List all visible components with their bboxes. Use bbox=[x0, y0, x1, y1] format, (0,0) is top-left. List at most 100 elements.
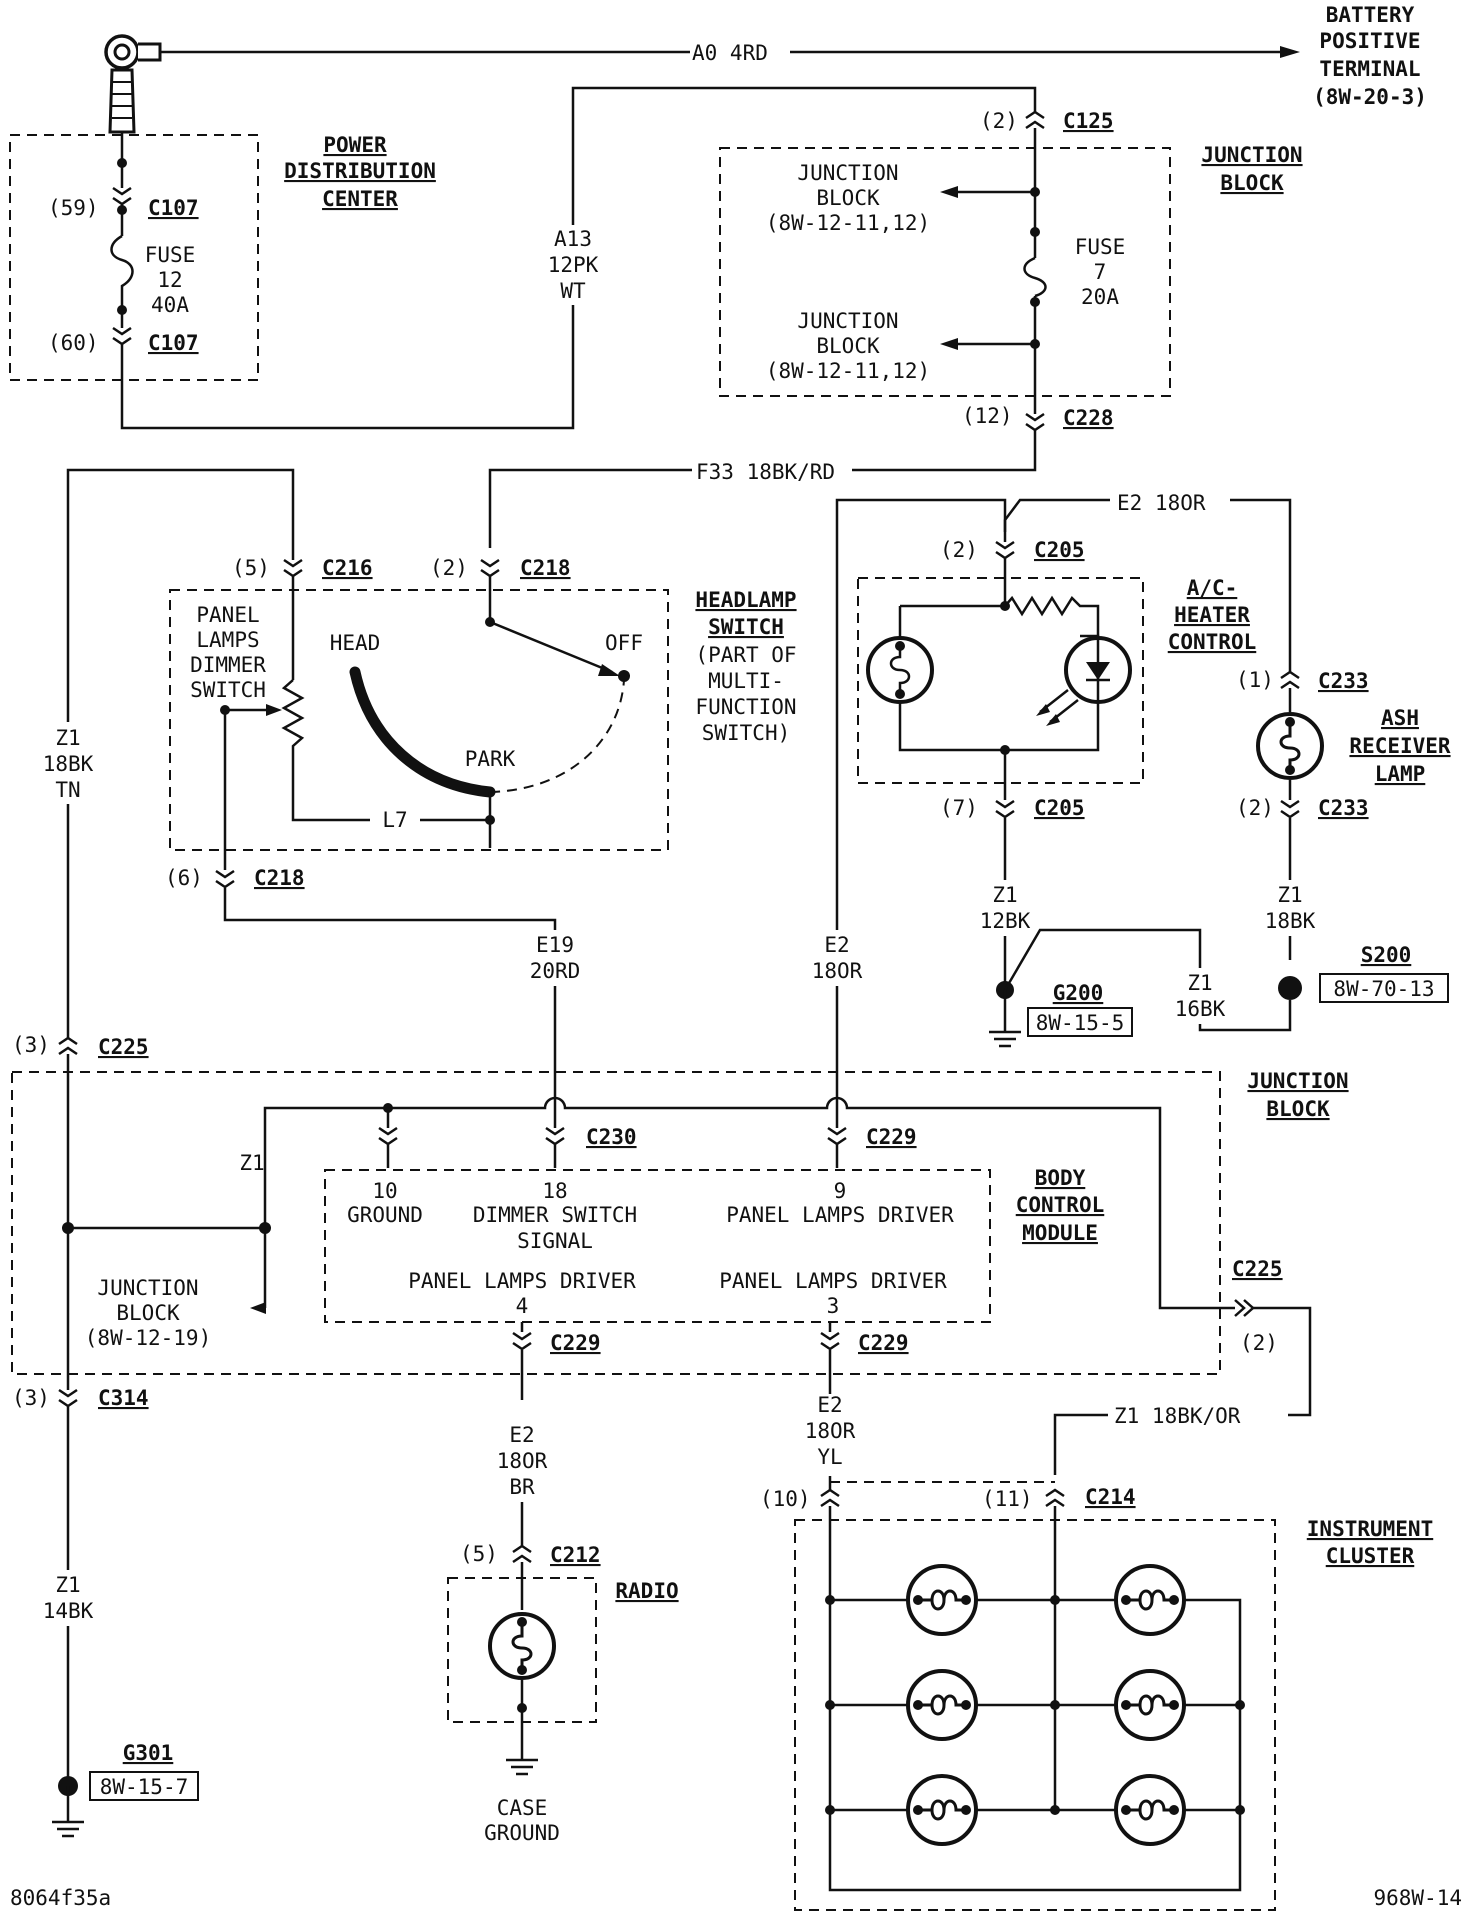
c225-pin3: (3) bbox=[12, 1033, 50, 1057]
c107-top-connector bbox=[111, 186, 133, 206]
svg-text:14BK: 14BK bbox=[43, 1599, 94, 1623]
svg-text:TERMINAL: TERMINAL bbox=[1319, 57, 1420, 81]
c125-pin: (2) bbox=[980, 109, 1018, 133]
c233-pin2: (2) bbox=[1236, 796, 1274, 820]
headlamp-switch-box bbox=[169, 589, 669, 851]
c205-bottom-connector bbox=[994, 799, 1016, 819]
svg-text:Z1: Z1 bbox=[1277, 883, 1302, 907]
svg-text:JUNCTION: JUNCTION bbox=[97, 1276, 198, 1300]
battery-label: BATTERY POSITIVE TERMINAL (8W-20-3) bbox=[1313, 3, 1427, 109]
c214-pin10: (10) bbox=[760, 1487, 811, 1511]
headlamp-head-arc bbox=[349, 666, 496, 798]
dimmer-resistor-icon bbox=[281, 679, 490, 822]
c107-bottom-connector bbox=[111, 326, 133, 346]
wire-e2-ic: E2 18OR YL bbox=[792, 1393, 868, 1476]
cluster-lamp-1-icon bbox=[906, 1564, 978, 1636]
svg-text:Z1 18BK/OR: Z1 18BK/OR bbox=[1114, 1404, 1241, 1428]
c218-pin2: (2) bbox=[430, 556, 468, 580]
svg-text:Z1: Z1 bbox=[55, 1573, 80, 1597]
svg-text:E2: E2 bbox=[824, 933, 849, 957]
fuse12-l3: 40A bbox=[151, 293, 189, 317]
svg-text:CLUSTER: CLUSTER bbox=[1326, 1544, 1415, 1568]
c228-connector bbox=[1024, 412, 1046, 432]
bcm-pin10-label: GROUND bbox=[347, 1203, 423, 1227]
jb-bottom-ref: JUNCTION BLOCK (8W-12-19) bbox=[85, 1276, 211, 1350]
c229-cluster-connector bbox=[819, 1331, 841, 1351]
c214-pin11-connector bbox=[1044, 1488, 1066, 1508]
dimmer-label: PANEL LAMPS DIMMER SWITCH bbox=[190, 603, 266, 702]
bcm-ground-connector bbox=[377, 1126, 399, 1146]
ash-receiver-lamp-icon bbox=[1256, 712, 1324, 780]
radio-case-ground-icon bbox=[504, 1758, 540, 1776]
c212-pin5: (5) bbox=[460, 1542, 498, 1566]
fuse12-l2: 12 bbox=[157, 268, 182, 292]
ac-heater-title: A/C- HEATER CONTROL bbox=[1168, 576, 1257, 654]
wire-a0: A0 4RD bbox=[692, 41, 768, 65]
c225-left-connector bbox=[57, 1036, 79, 1056]
svg-text:(8W-20-3): (8W-20-3) bbox=[1313, 85, 1427, 109]
svg-text:MODULE: MODULE bbox=[1022, 1221, 1098, 1245]
park-label: PARK bbox=[465, 747, 516, 771]
svg-text:18BK: 18BK bbox=[1265, 909, 1316, 933]
bcm-title: BODY CONTROL MODULE bbox=[1016, 1166, 1105, 1245]
pdc-box bbox=[9, 134, 259, 381]
wire-f33: F33 18BK/RD bbox=[692, 456, 852, 484]
svg-text:POWER: POWER bbox=[323, 133, 387, 157]
g200-ref: 8W-15-5 bbox=[1036, 1011, 1125, 1035]
c225-label-left: C225 bbox=[98, 1035, 149, 1059]
g301-label: G301 bbox=[123, 1741, 174, 1765]
battery-arrow-icon bbox=[1280, 46, 1300, 58]
jb-top-ref-b: JUNCTION BLOCK (8W-12-11,12) bbox=[766, 309, 930, 383]
svg-text:F33 18BK/RD: F33 18BK/RD bbox=[696, 460, 835, 484]
c218-label-bottom: C218 bbox=[254, 866, 305, 890]
svg-text:20RD: 20RD bbox=[530, 959, 581, 983]
headlamp-title: HEADLAMP SWITCH (PART OF MULTI- FUNCTION… bbox=[695, 588, 796, 745]
pdc-pin60: (60) bbox=[48, 331, 99, 355]
c218-bottom-connector bbox=[214, 869, 236, 889]
wire-z1-g301: Z1 14BK bbox=[32, 1570, 104, 1626]
c205-label-bottom: C205 bbox=[1034, 796, 1085, 820]
c229-radio-connector bbox=[511, 1331, 533, 1351]
cluster-lamp-5-icon bbox=[906, 1774, 978, 1846]
junction-block-top-title: JUNCTION BLOCK bbox=[1201, 143, 1302, 195]
c229-label-top: C229 bbox=[866, 1125, 917, 1149]
bcm-pin3: 3 bbox=[827, 1294, 840, 1318]
svg-text:Z1: Z1 bbox=[1187, 971, 1212, 995]
s200-ref: 8W-70-13 bbox=[1333, 977, 1434, 1001]
svg-text:16BK: 16BK bbox=[1175, 997, 1226, 1021]
c233-bottom-connector bbox=[1279, 799, 1301, 819]
footer-page-id: 968W-14 bbox=[1373, 1886, 1462, 1910]
svg-text:MULTI-: MULTI- bbox=[708, 669, 784, 693]
svg-text:DISTRIBUTION: DISTRIBUTION bbox=[284, 159, 436, 183]
svg-text:INSTRUMENT: INSTRUMENT bbox=[1307, 1517, 1433, 1541]
svg-text:BLOCK: BLOCK bbox=[1266, 1097, 1330, 1121]
jb-top-ref-a: JUNCTION BLOCK (8W-12-11,12) bbox=[766, 161, 930, 235]
c107-label-top: C107 bbox=[148, 196, 199, 220]
c205-pin2: (2) bbox=[940, 538, 978, 562]
svg-text:BLOCK: BLOCK bbox=[116, 1301, 180, 1325]
c216-pin: (5) bbox=[232, 556, 270, 580]
fuse-12-icon bbox=[110, 234, 134, 292]
c229-top-connector bbox=[826, 1126, 848, 1146]
c233-label-top: C233 bbox=[1318, 669, 1369, 693]
svg-text:CONTROL: CONTROL bbox=[1168, 630, 1257, 654]
case-ground-l1: CASE bbox=[497, 1796, 548, 1820]
svg-text:(8W-12-19): (8W-12-19) bbox=[85, 1326, 211, 1350]
pdc-pin59: (59) bbox=[48, 196, 99, 220]
fuse12-l1: FUSE bbox=[145, 243, 196, 267]
svg-text:BLOCK: BLOCK bbox=[816, 186, 880, 210]
c214-pin10-connector bbox=[819, 1488, 841, 1508]
c107-label-bottom: C107 bbox=[148, 331, 199, 355]
svg-text:POSITIVE: POSITIVE bbox=[1319, 29, 1420, 53]
svg-text:SWITCH): SWITCH) bbox=[702, 721, 791, 745]
svg-text:Z1: Z1 bbox=[992, 883, 1017, 907]
fuse7-label: FUSE 7 20A bbox=[1075, 235, 1126, 309]
wire-z1-ac: Z1 12BK bbox=[965, 880, 1045, 936]
ac-heater-box bbox=[857, 577, 1144, 784]
svg-text:BR: BR bbox=[509, 1475, 535, 1499]
c218-label-top: C218 bbox=[520, 556, 571, 580]
c214-label: C214 bbox=[1085, 1485, 1136, 1509]
svg-text:Z1: Z1 bbox=[55, 726, 80, 750]
svg-text:WT: WT bbox=[560, 279, 586, 303]
cluster-lamp-6-icon bbox=[1114, 1774, 1186, 1846]
